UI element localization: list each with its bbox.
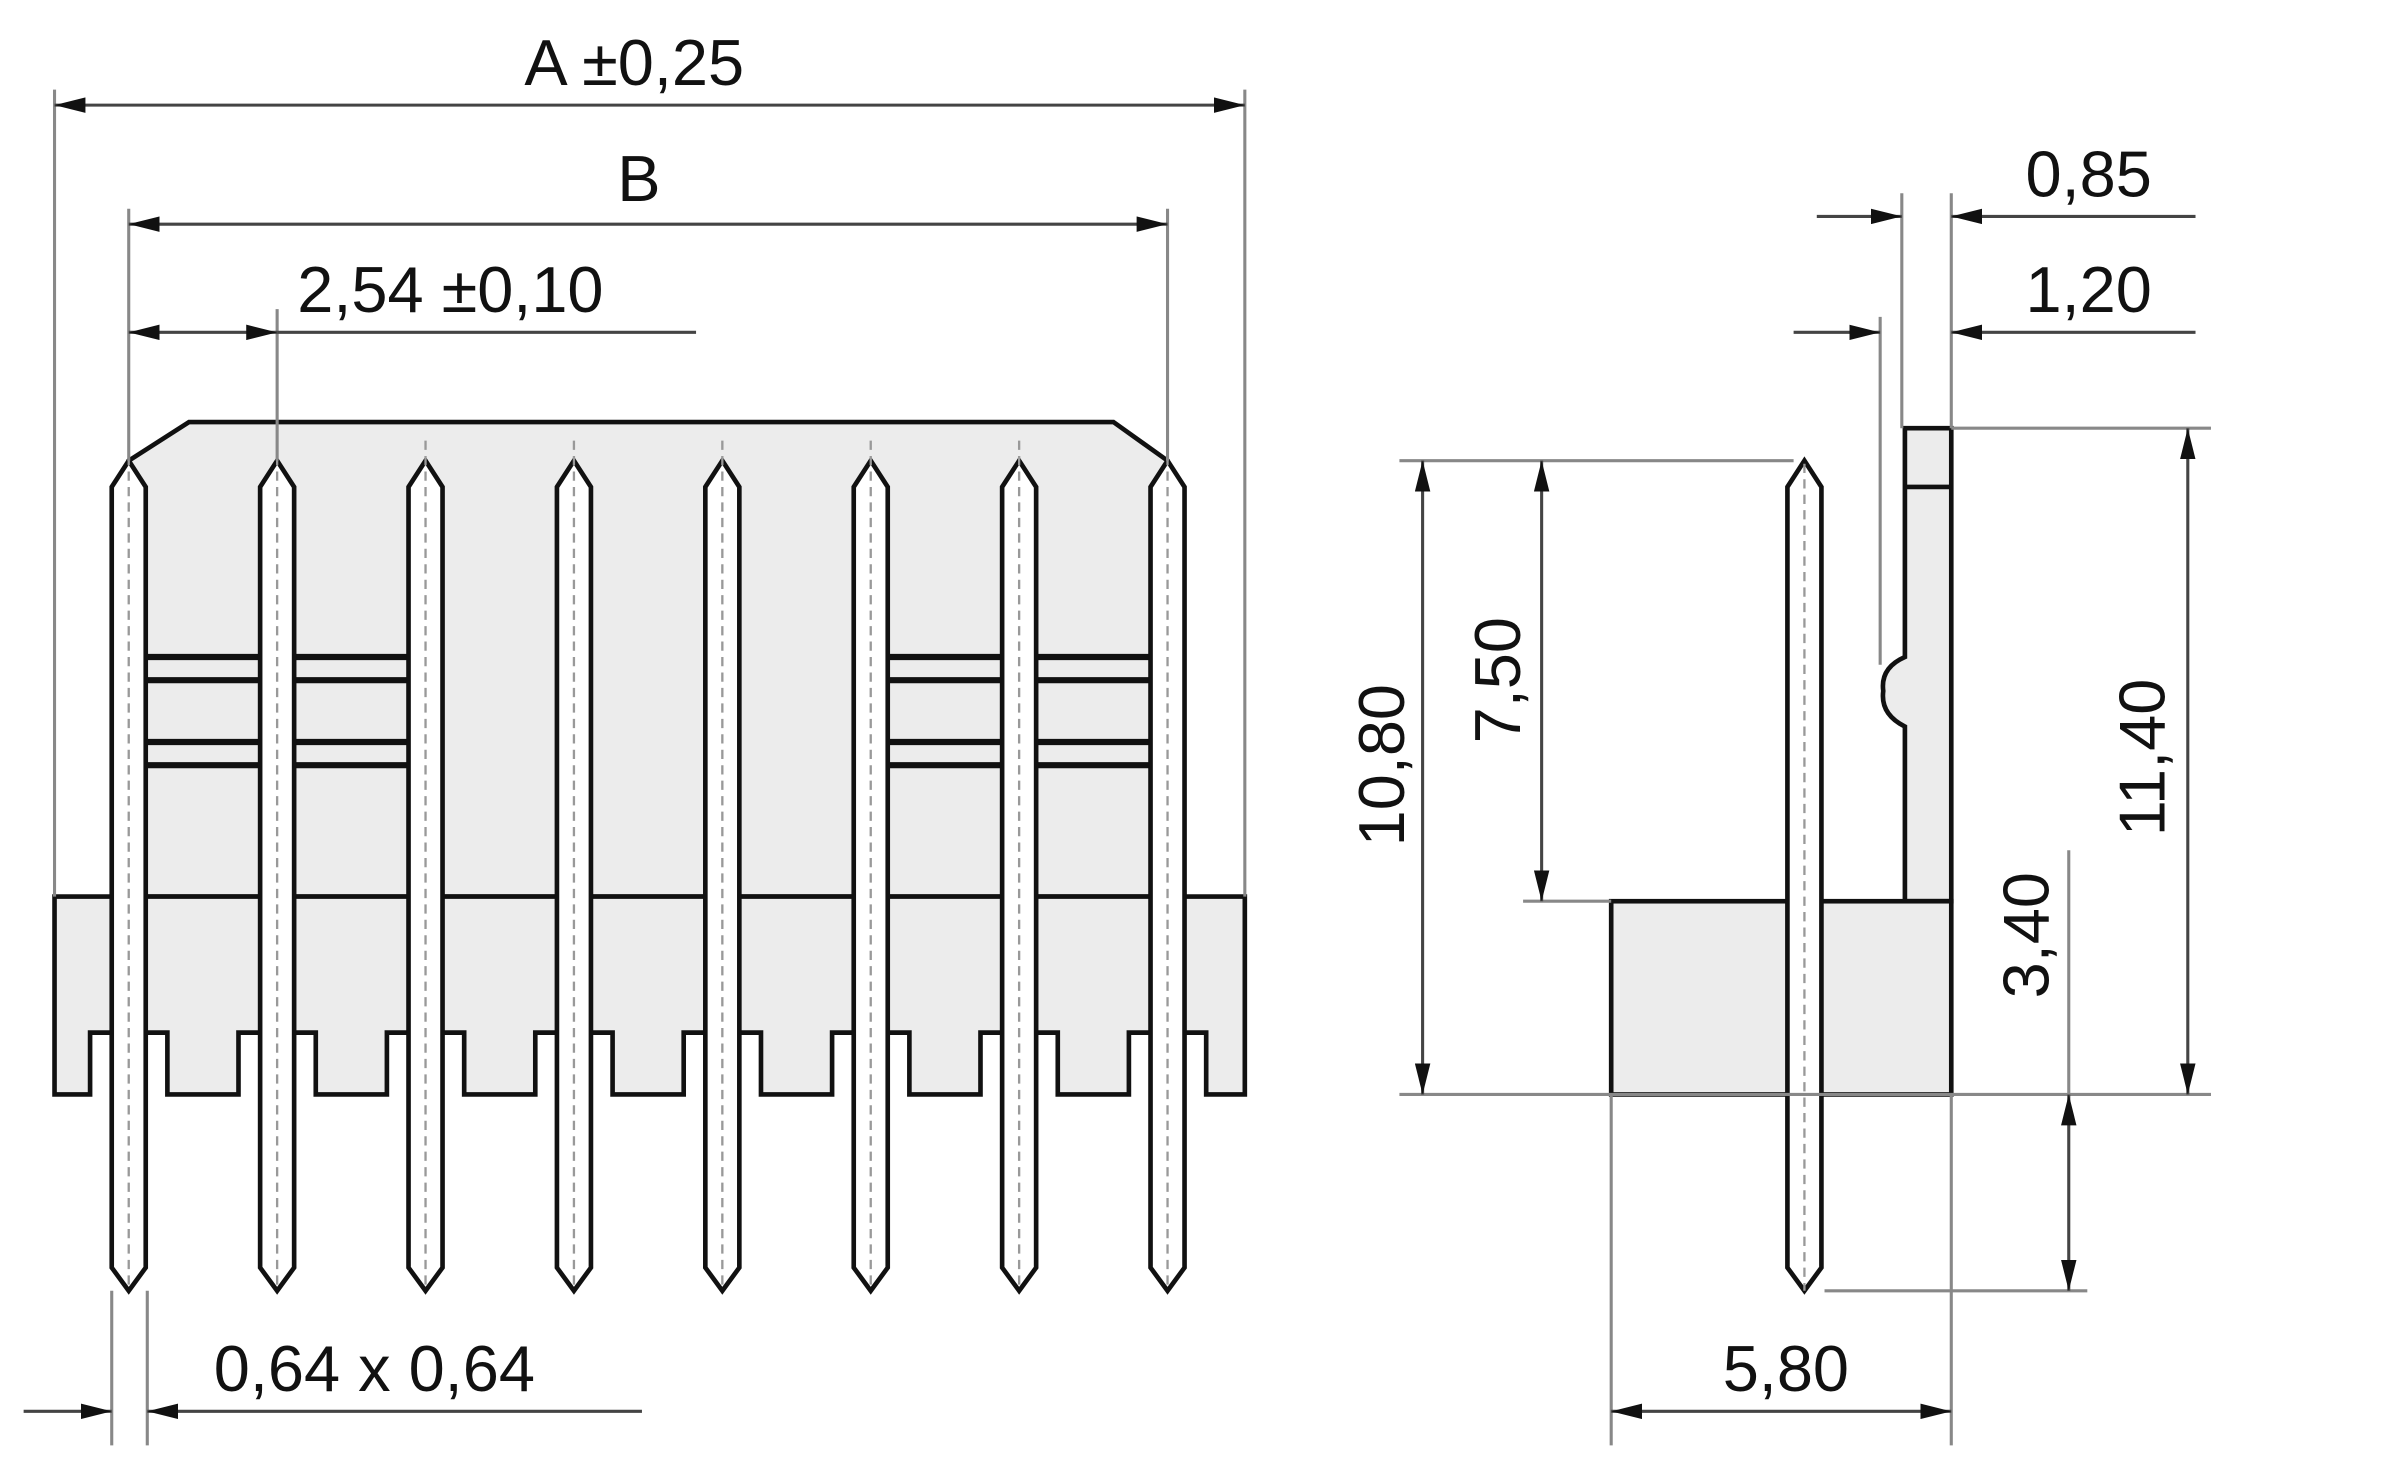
dim-pitch-label: 2,54 ±0,10 [297,253,603,326]
dim-1140-label: 11,40 [2106,679,2179,837]
dim-750-label: 7,50 [1461,617,1534,743]
dim-580-label: 5,80 [1723,1332,1849,1405]
dim-pin-section-label: 0,64 x 0,64 [214,1332,535,1405]
dim-a-label: A ±0,25 [524,26,744,99]
dim-340-label: 3,40 [1990,872,2063,998]
upright-wall [1880,425,1954,904]
side-base [1608,898,1954,1097]
dim-b-label: B [617,142,660,215]
front-view: A ±0,25 B 2,54 ±0,10 0,64 x 0,64 [23,26,1248,1446]
dim-085-label: 0,85 [2025,137,2151,210]
side-view: 0,85 1,20 10,80 7,50 11,40 3,40 5,80 [1345,137,2211,1446]
dim-1080-label: 10,80 [1345,684,1418,846]
side-pin [1785,456,1824,1295]
dim-120-label: 1,20 [2025,253,2151,326]
housing-base [52,894,1248,1097]
